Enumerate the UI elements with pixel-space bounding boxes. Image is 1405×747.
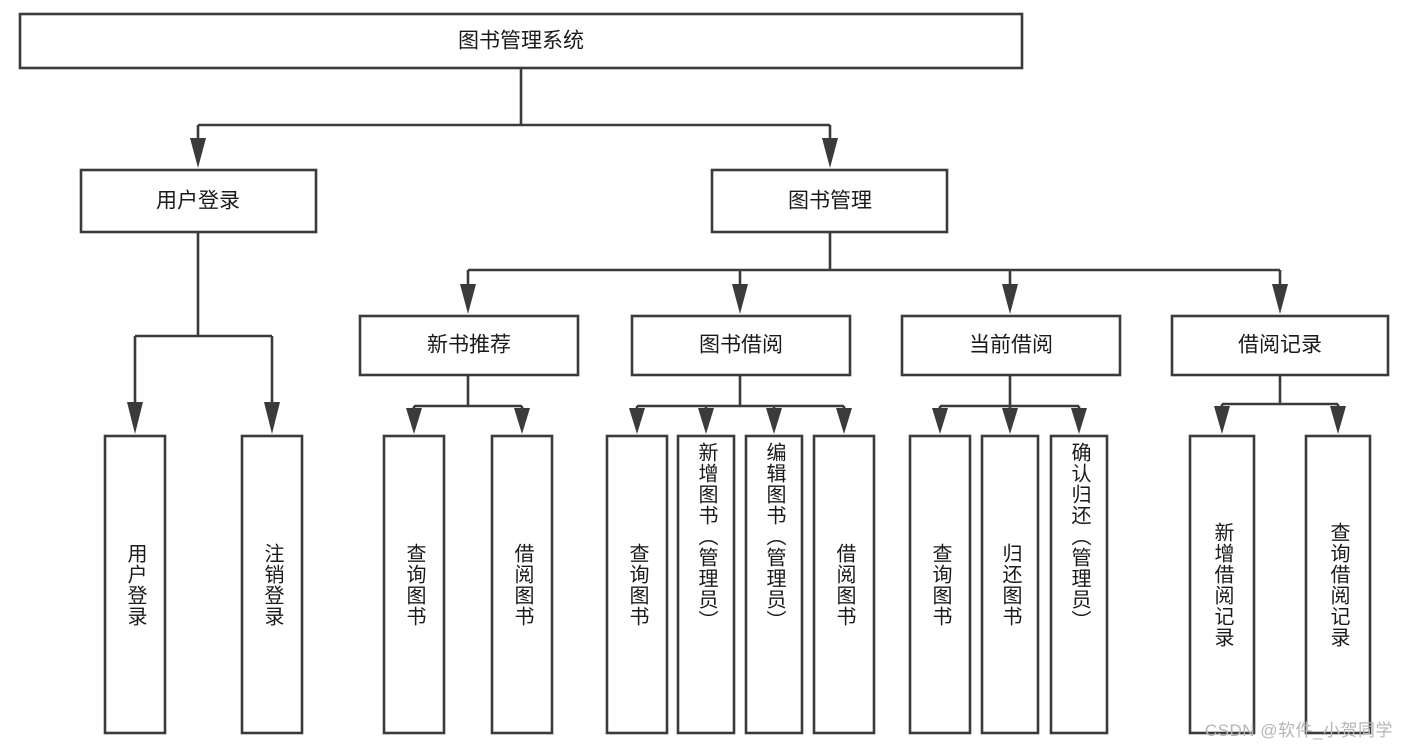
node-book-borrow-box[interactable] <box>630 314 852 377</box>
arrow-head-leaf-borrow-record-2 <box>1330 406 1346 434</box>
connector-group-user-login <box>127 232 280 434</box>
leaf-box-book-borrow-4[interactable] <box>812 434 876 735</box>
leaf-box-borrow-record-2[interactable] <box>1304 434 1372 735</box>
node-current-borrow[interactable]: 当前借阅 <box>900 314 1122 377</box>
connector-group-root <box>190 68 838 168</box>
arrow-head-leaf-book-borrow-4 <box>836 408 852 434</box>
node-new-book-recommend[interactable]: 新书推荐 <box>358 314 580 377</box>
connector-group-new-book <box>406 375 530 434</box>
arrow-head-leaf-new-book-1 <box>406 408 422 434</box>
arrow-head-leaf-current-borrow-3 <box>1071 408 1087 434</box>
arrow-head-to-book-manage <box>822 138 838 168</box>
node-borrow-record-box[interactable] <box>1170 314 1390 377</box>
leaf-box-current-borrow-3[interactable] <box>1049 434 1109 735</box>
leaf-box-user-login-1[interactable] <box>103 434 167 735</box>
arrow-head-leaf-book-borrow-3 <box>766 408 782 434</box>
arrow-head-leaf-borrow-record-1 <box>1214 406 1230 434</box>
arrow-head-leaf-book-borrow-1 <box>629 408 645 434</box>
leaf-box-user-login-2[interactable] <box>240 434 304 735</box>
node-root-label: 图书管理系统 <box>458 30 584 53</box>
arrow-head-leaf-user-login-2 <box>264 402 280 434</box>
node-book-manage-box[interactable] <box>710 168 949 234</box>
leaf-box-current-borrow-1[interactable] <box>908 434 972 735</box>
arrow-head-leaf-new-book-2 <box>514 408 530 434</box>
node-user-login-box[interactable] <box>79 168 318 234</box>
node-user-login-label: 用户登录 <box>156 190 240 213</box>
arrow-head-leaf-current-borrow-1 <box>932 408 948 434</box>
leaf-box-current-borrow-2[interactable] <box>980 434 1040 735</box>
leaf-box-book-borrow-3[interactable] <box>744 434 804 735</box>
node-borrow-record-label: 借阅记录 <box>1238 334 1322 357</box>
connector-group-borrow-record <box>1214 375 1346 434</box>
arrow-head-leaf-user-login-1 <box>127 402 143 434</box>
leaf-box-book-borrow-2[interactable] <box>676 434 736 735</box>
leaf-box-new-book-1[interactable] <box>382 434 446 735</box>
leaf-box-book-borrow-1[interactable] <box>605 434 669 735</box>
arrow-head-to-current-borrow <box>1002 284 1018 314</box>
connector-group-book-borrow <box>629 375 852 434</box>
node-book-manage[interactable]: 图书管理 <box>710 168 949 234</box>
leaf-box-new-book-2[interactable] <box>490 434 554 735</box>
node-root[interactable]: 图书管理系统 <box>18 12 1024 70</box>
connector-group-current-borrow <box>932 375 1087 434</box>
arrow-head-to-book-borrow <box>732 284 748 314</box>
csdn-watermark: CSDN @软件_小贺同学 <box>1204 721 1393 740</box>
node-root-box[interactable] <box>18 12 1024 70</box>
node-borrow-record[interactable]: 借阅记录 <box>1170 314 1390 377</box>
arrow-head-leaf-book-borrow-2 <box>698 408 714 434</box>
connector-group-book-manage <box>460 232 1288 314</box>
node-current-borrow-box[interactable] <box>900 314 1122 377</box>
node-new-book-recommend-label: 新书推荐 <box>427 334 511 357</box>
node-new-book-recommend-box[interactable] <box>358 314 580 377</box>
node-book-borrow[interactable]: 图书借阅 <box>630 314 852 377</box>
arrow-head-to-borrow-record <box>1272 284 1288 314</box>
node-user-login[interactable]: 用户登录 <box>79 168 318 234</box>
node-book-manage-label: 图书管理 <box>788 190 872 213</box>
leaf-box-borrow-record-1[interactable] <box>1188 434 1256 735</box>
arrow-head-to-new-book <box>460 284 476 314</box>
node-book-borrow-label: 图书借阅 <box>699 334 783 357</box>
node-current-borrow-label: 当前借阅 <box>969 334 1053 357</box>
arrow-head-to-user-login <box>190 138 206 168</box>
arrow-head-leaf-current-borrow-2 <box>1002 408 1018 434</box>
